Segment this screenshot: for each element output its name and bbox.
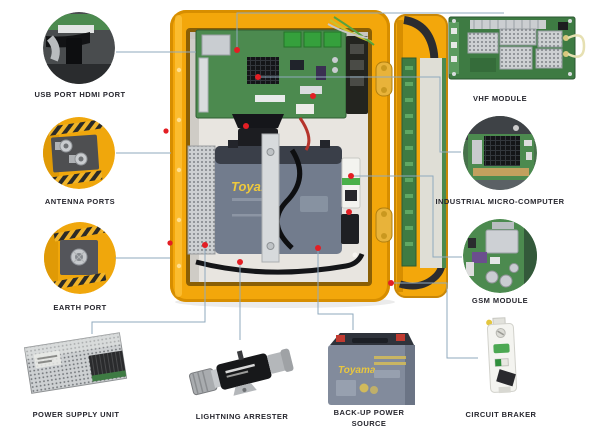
lightning-arrester-label: LIGHTNING ARRESTER bbox=[195, 412, 289, 421]
battery-terminal bbox=[336, 335, 345, 342]
hinge bbox=[375, 207, 393, 243]
power-supply-label: POWER SUPPLY UNIT bbox=[32, 410, 120, 419]
enclosure-illustration: Toyama bbox=[163, 10, 448, 308]
door-pcb bbox=[401, 57, 417, 267]
vhf-module-photo bbox=[448, 16, 586, 80]
earth-port-photo bbox=[44, 222, 116, 294]
battery-terminal bbox=[396, 334, 405, 341]
callout-markers bbox=[202, 47, 394, 286]
antenna-ports-photo bbox=[43, 117, 115, 189]
backup-power-label: BACK-UP POWER SOURCE bbox=[333, 408, 405, 429]
antenna-wall-connector bbox=[163, 128, 169, 134]
gsm-module-photo bbox=[463, 219, 537, 293]
callout-line-gsm bbox=[352, 175, 462, 258]
rf-connector bbox=[563, 35, 569, 41]
micro-computer-photo bbox=[463, 116, 537, 190]
callout-line-power-supply bbox=[91, 246, 206, 334]
mounting-bracket bbox=[261, 133, 280, 263]
usb-hdmi-label: USB PORT HDMI PORT bbox=[34, 90, 126, 99]
breaker-toggle bbox=[496, 369, 516, 387]
gsm-module-label: GSM MODULE bbox=[471, 296, 529, 305]
hinge bbox=[375, 61, 393, 97]
lightning-arrester-photo bbox=[189, 348, 294, 396]
hdmi-plug bbox=[66, 38, 82, 66]
enclosure-door bbox=[394, 14, 448, 298]
antenna-ports-label: ANTENNA PORTS bbox=[44, 197, 116, 206]
callout-lines bbox=[91, 12, 504, 359]
circuit-breaker-label: CIRCUIT BRAKER bbox=[465, 410, 537, 419]
internal-breaker bbox=[341, 157, 361, 244]
micro-computer-label: INDUSTRIAL MICRO-COMPUTER bbox=[435, 197, 565, 206]
earth-wall-connector bbox=[167, 240, 173, 246]
rf-connector bbox=[563, 51, 569, 57]
internal-psu bbox=[187, 145, 216, 255]
main-pcb bbox=[195, 29, 347, 119]
circuit-breaker-photo bbox=[486, 317, 518, 394]
usb-hdmi-photo bbox=[43, 12, 115, 84]
coax-connector bbox=[55, 139, 73, 153]
vhf-module-label: VHF MODULE bbox=[472, 94, 528, 103]
coax-connector bbox=[69, 152, 88, 166]
jumper-cable bbox=[567, 34, 586, 58]
callout-line-micro-computer bbox=[258, 76, 461, 153]
rf-shield bbox=[485, 229, 519, 254]
power-supply-photo bbox=[23, 332, 128, 394]
callout-line-circuit-breaker bbox=[391, 282, 478, 359]
callout-line-backup-power bbox=[317, 249, 354, 330]
battery-brand: Toyama bbox=[338, 365, 376, 376]
heatsink bbox=[247, 57, 279, 84]
backup-battery-photo: Toyama bbox=[328, 333, 415, 405]
earth-port-label: EARTH PORT bbox=[53, 303, 107, 312]
callout-line-vhf bbox=[236, 12, 504, 50]
cpu-heatsink bbox=[484, 136, 520, 166]
